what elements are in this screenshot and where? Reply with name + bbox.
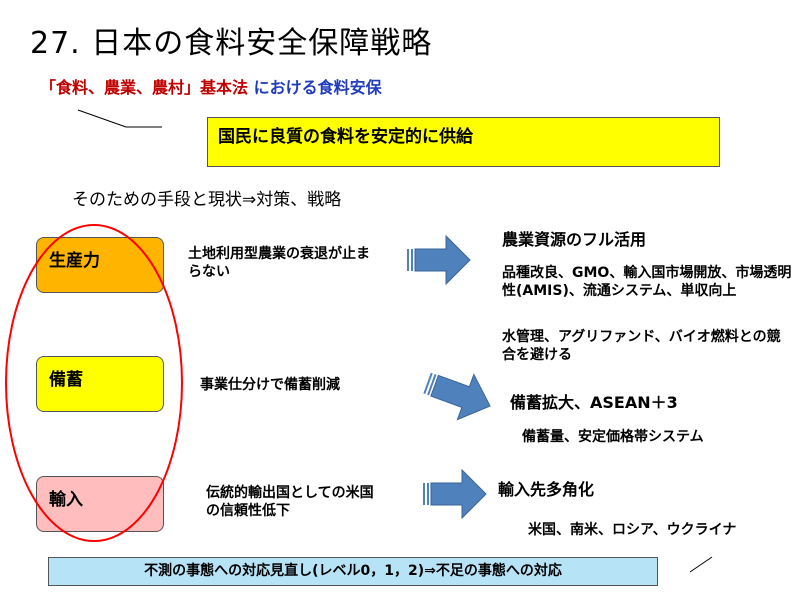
factor-box-stockpile: 備蓄 xyxy=(36,356,164,412)
footer-box: 不測の事態への対応見直し(レベル0，1，2)⇒不足の事態への対応 xyxy=(48,557,658,586)
subtitle-suffix: における食料安保 xyxy=(253,78,382,97)
factor-box-production: 生産力 xyxy=(36,237,164,293)
factor-ellipse xyxy=(5,224,183,542)
strategy-stockpile: 備蓄拡大、ASEAN＋3 xyxy=(510,393,678,412)
situation-production: 土地利用型農業の衰退が止まらない xyxy=(188,246,370,280)
arrow-imports-icon xyxy=(423,468,487,520)
goal-box: 国民に良質の食料を安定的に供給 xyxy=(207,117,720,167)
arrow-stockpile-icon xyxy=(423,372,491,421)
decor-line-3 xyxy=(689,556,713,573)
subtitle-law: 「食料、農業、農村」基本法 xyxy=(40,78,249,97)
detail-imports: 米国、南米、ロシア、ウクライナ xyxy=(528,522,737,538)
strategy-production: 農業資源のフル活用 xyxy=(502,230,647,249)
detail-stockpile: 備蓄量、安定価格帯システム xyxy=(522,429,704,445)
detail-production-2: 水管理、アグリファンド、バイオ燃料との競合を避ける xyxy=(502,329,781,363)
page-title: 27. 日本の食料安全保障戦略 xyxy=(30,26,433,61)
decor-line-1 xyxy=(77,109,127,128)
detail-production-1: 品種改良、GMO、輸入国市場開放、市場透明性(AMIS)、流通システム、単収向上 xyxy=(502,265,792,299)
situation-stockpile: 事業仕分けで備蓄削減 xyxy=(200,377,340,393)
subtitle: 「食料、農業、農村」基本法 における食料安保 xyxy=(40,74,382,98)
means-heading: そのための手段と現状⇒対策、戦略 xyxy=(72,190,342,210)
strategy-imports: 輸入先多角化 xyxy=(498,480,595,499)
arrow-production-icon xyxy=(407,234,471,286)
situation-imports: 伝統的輸出国としての米国の信頼性低下 xyxy=(206,485,374,519)
